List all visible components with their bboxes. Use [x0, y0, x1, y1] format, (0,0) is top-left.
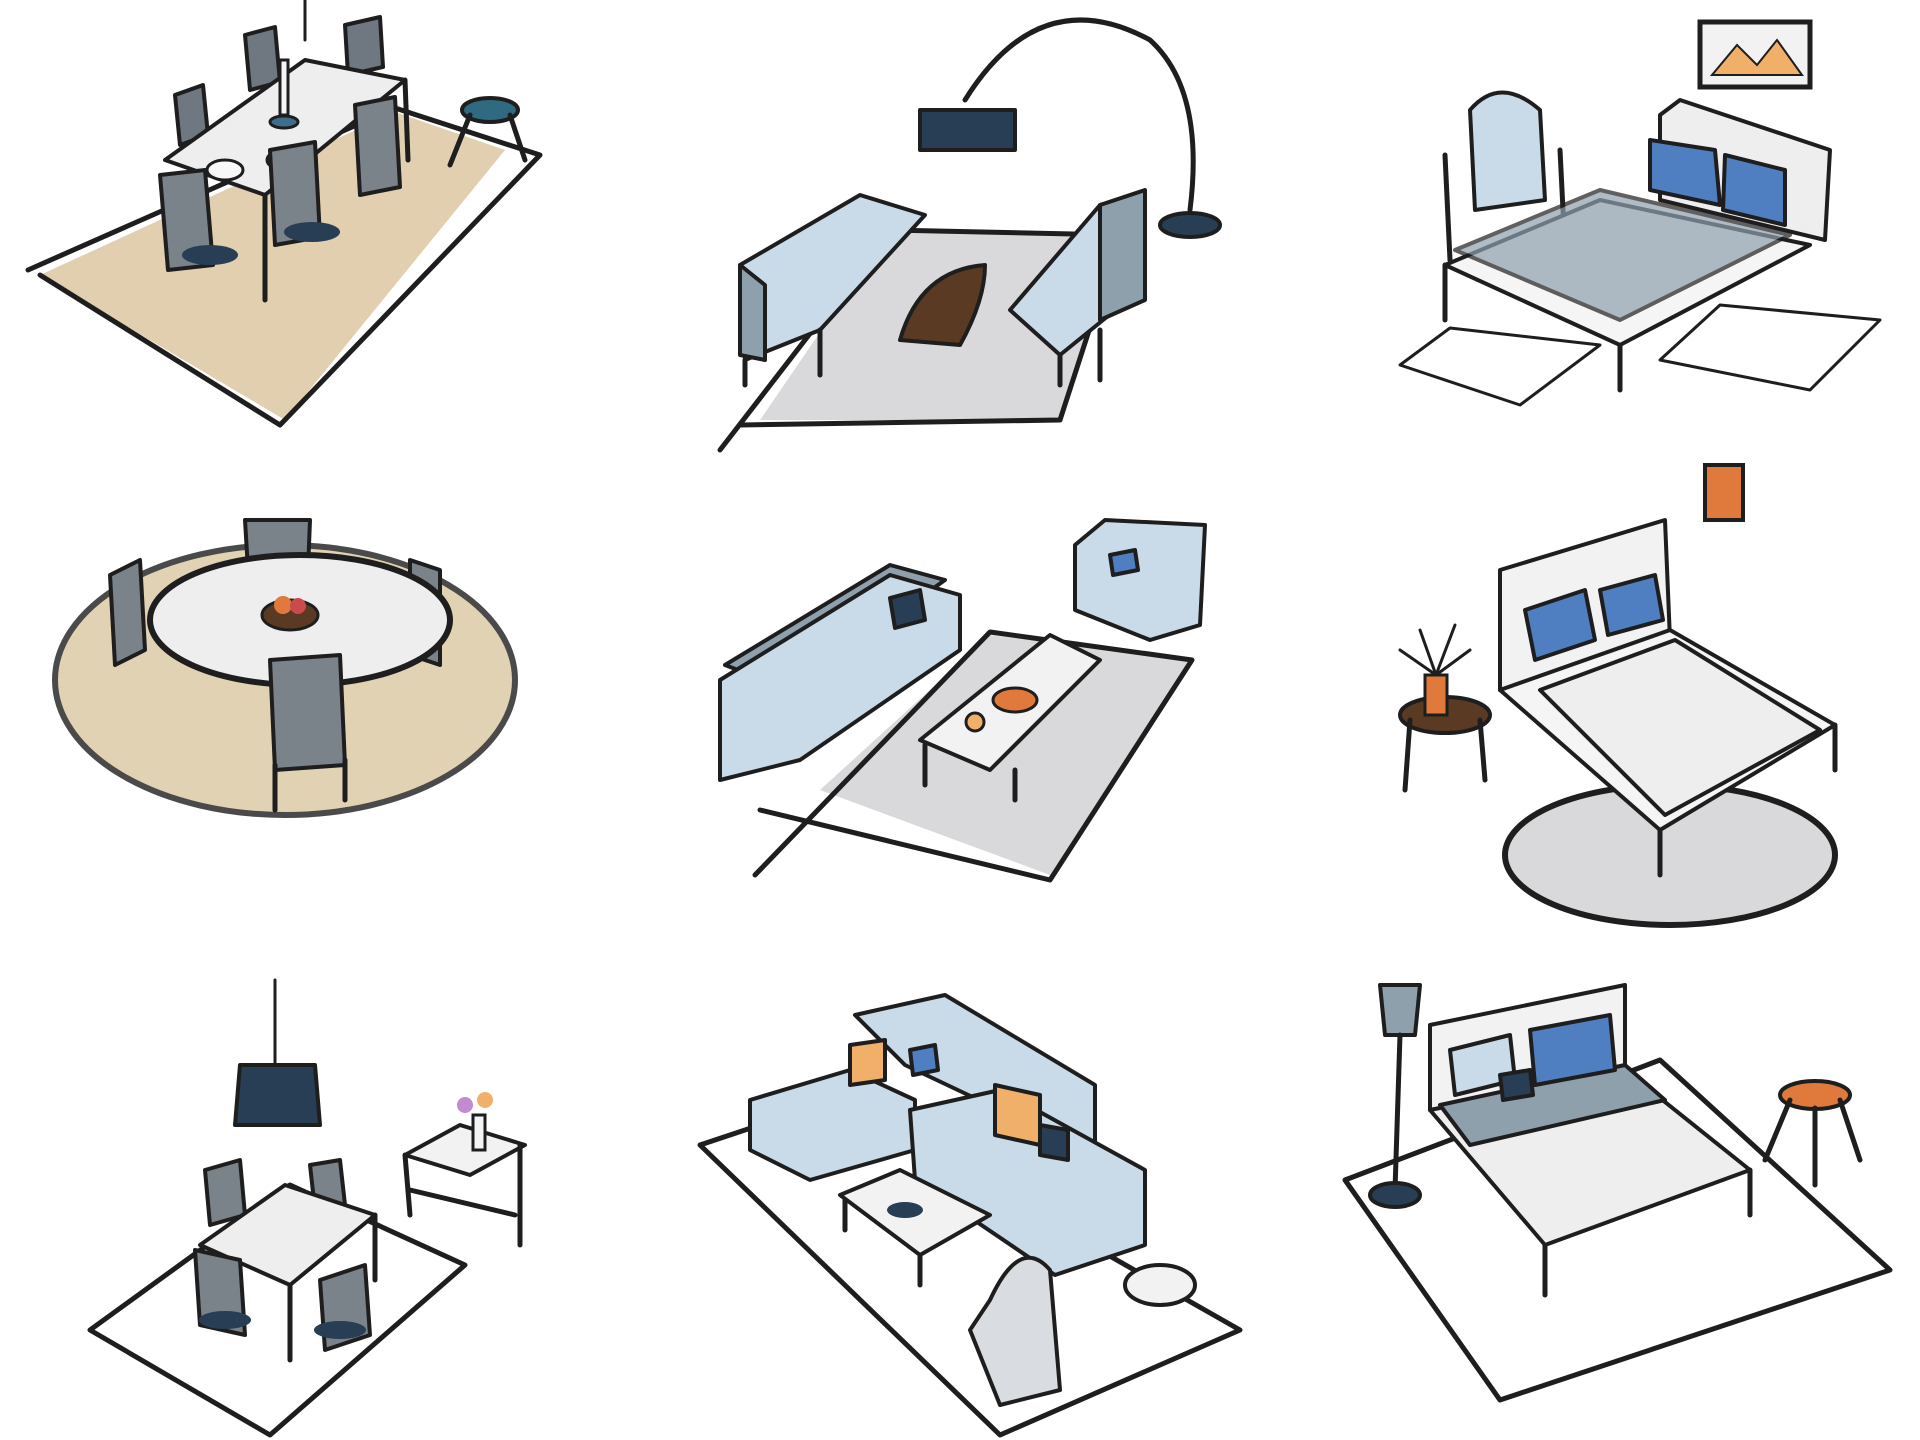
arc-lamp-arm [962, 17, 1196, 213]
chair-front-3 [353, 95, 402, 197]
pillow-small [1498, 1068, 1535, 1102]
bed-mat-left [1398, 326, 1602, 407]
wall-frame [1703, 463, 1745, 522]
vignette-dining-rect-six-chairs [25, 0, 543, 428]
floor-lamp-base [1368, 1181, 1422, 1209]
flower-vase [471, 1113, 487, 1152]
bed-mat-right [1658, 303, 1882, 392]
armchair-pillow [1108, 548, 1140, 577]
arc-lamp-base [1158, 211, 1222, 239]
pillow [1598, 573, 1665, 637]
armchair [1073, 518, 1207, 642]
vignette-bedroom-floor-lamp-stool [1342, 983, 1893, 1403]
vignette-bedroom-armchair-two-mats [1398, 19, 1882, 407]
pet-bed [1123, 1263, 1197, 1307]
wingback-armchair [968, 1255, 1062, 1407]
fruit-bowl [991, 686, 1039, 714]
chair-seat-cushion [314, 1321, 366, 1339]
candle [278, 58, 290, 117]
rug-edge-line [752, 629, 1195, 883]
plate [205, 158, 245, 182]
bed-duvet [1453, 188, 1792, 322]
chair-side-left [108, 558, 147, 667]
stool-leg [1837, 1097, 1863, 1163]
stool-leg [507, 112, 528, 163]
right-sofa-back [1098, 188, 1147, 322]
shelf-leg [402, 1152, 413, 1218]
pillow [1721, 153, 1787, 227]
chair-front [268, 653, 347, 772]
flower [477, 1092, 493, 1108]
vignette-lounge-sofa-armchair-table [718, 518, 1207, 883]
cushion [908, 1043, 940, 1077]
plant-branches [1398, 623, 1472, 677]
oval-coffee-table [898, 263, 987, 347]
chair-front-1 [158, 168, 215, 272]
pendant-lamp [233, 1063, 322, 1127]
plant-vase [1423, 673, 1449, 717]
vignette-dining-round-four-chairs [52, 518, 518, 818]
vignette-bedroom-round-rug-side-table [1398, 463, 1838, 928]
table-leg [402, 77, 411, 163]
shelf-rail [407, 1187, 518, 1218]
armchair-back [1468, 90, 1547, 212]
chair-seat-cushion [182, 245, 238, 265]
pillow [1648, 138, 1722, 207]
vignette-dining-square-pendant-shelf [87, 978, 527, 1438]
chair-back-2 [343, 15, 385, 77]
arc-lamp-shade [918, 108, 1017, 152]
vignette-lounge-corner-sofa-wingchair [697, 993, 1243, 1438]
stool-leg [1762, 1097, 1793, 1163]
fruit [290, 598, 306, 614]
console-shelf-top [403, 1123, 527, 1177]
chair-seat-cushion [284, 222, 340, 242]
side-table-leg [1477, 717, 1488, 783]
teal-stool-seat [460, 96, 520, 124]
floor-lamp-shade [1378, 983, 1422, 1037]
cushion [993, 1083, 1042, 1147]
tray [887, 1202, 923, 1218]
bed-duvet [1538, 638, 1822, 817]
pillow [1528, 1013, 1617, 1087]
flower [457, 1097, 473, 1113]
wall-picture [1697, 19, 1813, 90]
mug [964, 711, 986, 733]
sofa-pillow [888, 588, 927, 630]
chair-seat-cushion [199, 1311, 251, 1329]
left-sofa-arm [738, 263, 767, 362]
fruit [274, 596, 292, 614]
side-table-leg [1402, 717, 1413, 793]
cushion [1038, 1123, 1070, 1162]
stool-leg [447, 112, 473, 168]
vignette-lounge-two-sofas-arc-lamp [717, 17, 1222, 453]
picture-landscape [1709, 38, 1804, 76]
cushion [848, 1038, 887, 1087]
candle-holder [268, 114, 300, 130]
pillow [1523, 588, 1597, 662]
floor-lamp-pole [1392, 1032, 1403, 1193]
